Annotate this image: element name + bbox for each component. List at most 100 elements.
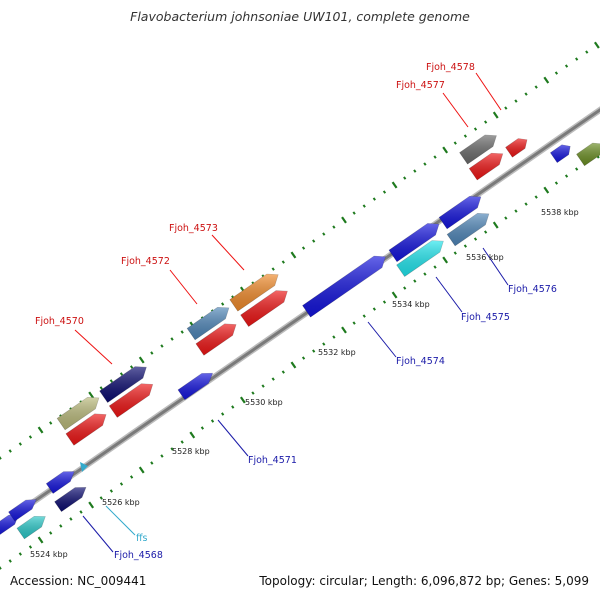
minor-tick [564,174,569,178]
minor-tick [433,155,437,159]
minor-tick [99,496,103,500]
major-tick [88,501,95,509]
minor-tick [413,279,417,283]
minor-tick [150,461,154,465]
gene-label-fjoh-4571[interactable]: Fjoh_4571 [248,455,297,466]
gene-label-fjoh-4568[interactable]: Fjoh_4568 [114,550,163,561]
major-tick [492,111,499,119]
gene-shading [54,487,86,512]
rna-marker-ffs[interactable] [80,462,88,472]
major-tick [37,426,44,434]
major-tick [543,186,550,194]
minor-tick [403,286,407,290]
minor-tick [382,190,387,194]
minor-tick [463,134,468,138]
minor-tick [534,85,538,89]
minor-tick [200,426,205,430]
minor-tick [170,447,174,451]
minor-tick [301,356,306,360]
minor-tick [49,531,53,535]
minor-tick [403,176,407,180]
leader-fjoh-4573 [211,234,245,271]
gene-shading [396,240,444,277]
minor-tick [18,442,22,446]
major-tick [492,221,499,229]
minor-tick [504,216,508,220]
kbp-label: 5524 kbp [30,550,68,559]
minor-tick [332,335,336,339]
minor-tick [564,64,569,68]
minor-tick [180,440,184,444]
minor-tick [484,230,488,234]
minor-tick [170,337,174,341]
minor-tick [423,272,427,276]
gene-label-fjoh-4572[interactable]: Fjoh_4572 [121,256,170,267]
gene-label-ffs[interactable]: ffs [136,533,148,544]
minor-tick [322,232,326,236]
leader-ffs [105,505,136,536]
tick-tracks [0,41,600,570]
minor-tick [554,71,559,75]
minor-tick [109,489,113,493]
kbp-label: 5526 kbp [102,498,140,507]
leader-fjoh-4568 [82,515,114,553]
gene-shading [177,373,213,400]
leader-fjoh-4574 [367,321,397,358]
minor-tick [0,456,2,460]
major-tick [341,216,347,224]
minor-tick [433,265,437,269]
gene-label-fjoh-4573[interactable]: Fjoh_4573 [169,223,218,234]
leader-fjoh-4578 [475,72,502,111]
gene-shading [0,515,19,535]
minor-tick [352,321,356,325]
gene-label-fjoh-4576[interactable]: Fjoh_4576 [508,284,557,295]
minor-tick [473,237,478,241]
minor-tick [160,344,164,348]
minor-tick [362,204,366,208]
major-tick [138,466,145,474]
minor-tick [271,267,275,271]
gene-label-fjoh-4577[interactable]: Fjoh_4577 [396,80,445,91]
genome-summary: Topology: circular; Length: 6,096,872 bp… [259,574,589,588]
major-tick [290,251,297,259]
major-tick [341,326,347,334]
minor-tick [534,195,538,199]
minor-tick [473,127,478,131]
minor-tick [18,552,22,556]
minor-tick [129,365,134,369]
major-tick [391,181,398,189]
minor-tick [69,517,73,521]
minor-tick [575,57,579,61]
minor-tick [210,419,215,423]
minor-tick [332,225,336,229]
gene-shading [447,213,489,246]
gene-shading [16,516,46,539]
gene-labels: Fjoh_4570 Fjoh_4572 Fjoh_4573 Fjoh_4577 … [35,62,557,561]
major-tick [239,396,246,404]
gene-label-fjoh-4570[interactable]: Fjoh_4570 [35,316,84,327]
minor-tick [362,314,366,318]
minor-tick [221,302,225,306]
gene-shading [388,223,440,262]
gene-label-fjoh-4575[interactable]: Fjoh_4575 [461,312,510,323]
gene-label-fjoh-4578[interactable]: Fjoh_4578 [426,62,475,73]
gene-track [0,134,600,540]
kbp-label: 5528 kbp [172,447,210,456]
minor-tick [271,377,275,381]
gene-shading [439,196,481,229]
minor-tick [301,246,306,250]
leader-fjoh-4576 [482,247,509,286]
major-tick [290,361,297,369]
minor-tick [8,559,12,563]
minor-tick [129,475,134,479]
minor-tick [382,300,387,304]
minor-tick [8,449,12,453]
minor-tick [150,351,154,355]
minor-tick [160,454,164,458]
major-tick [88,391,95,399]
gene-label-fjoh-4574[interactable]: Fjoh_4574 [396,356,445,367]
minor-tick [575,167,579,171]
leader-fjoh-4577 [442,92,469,128]
leader-fjoh-4572 [169,269,198,305]
